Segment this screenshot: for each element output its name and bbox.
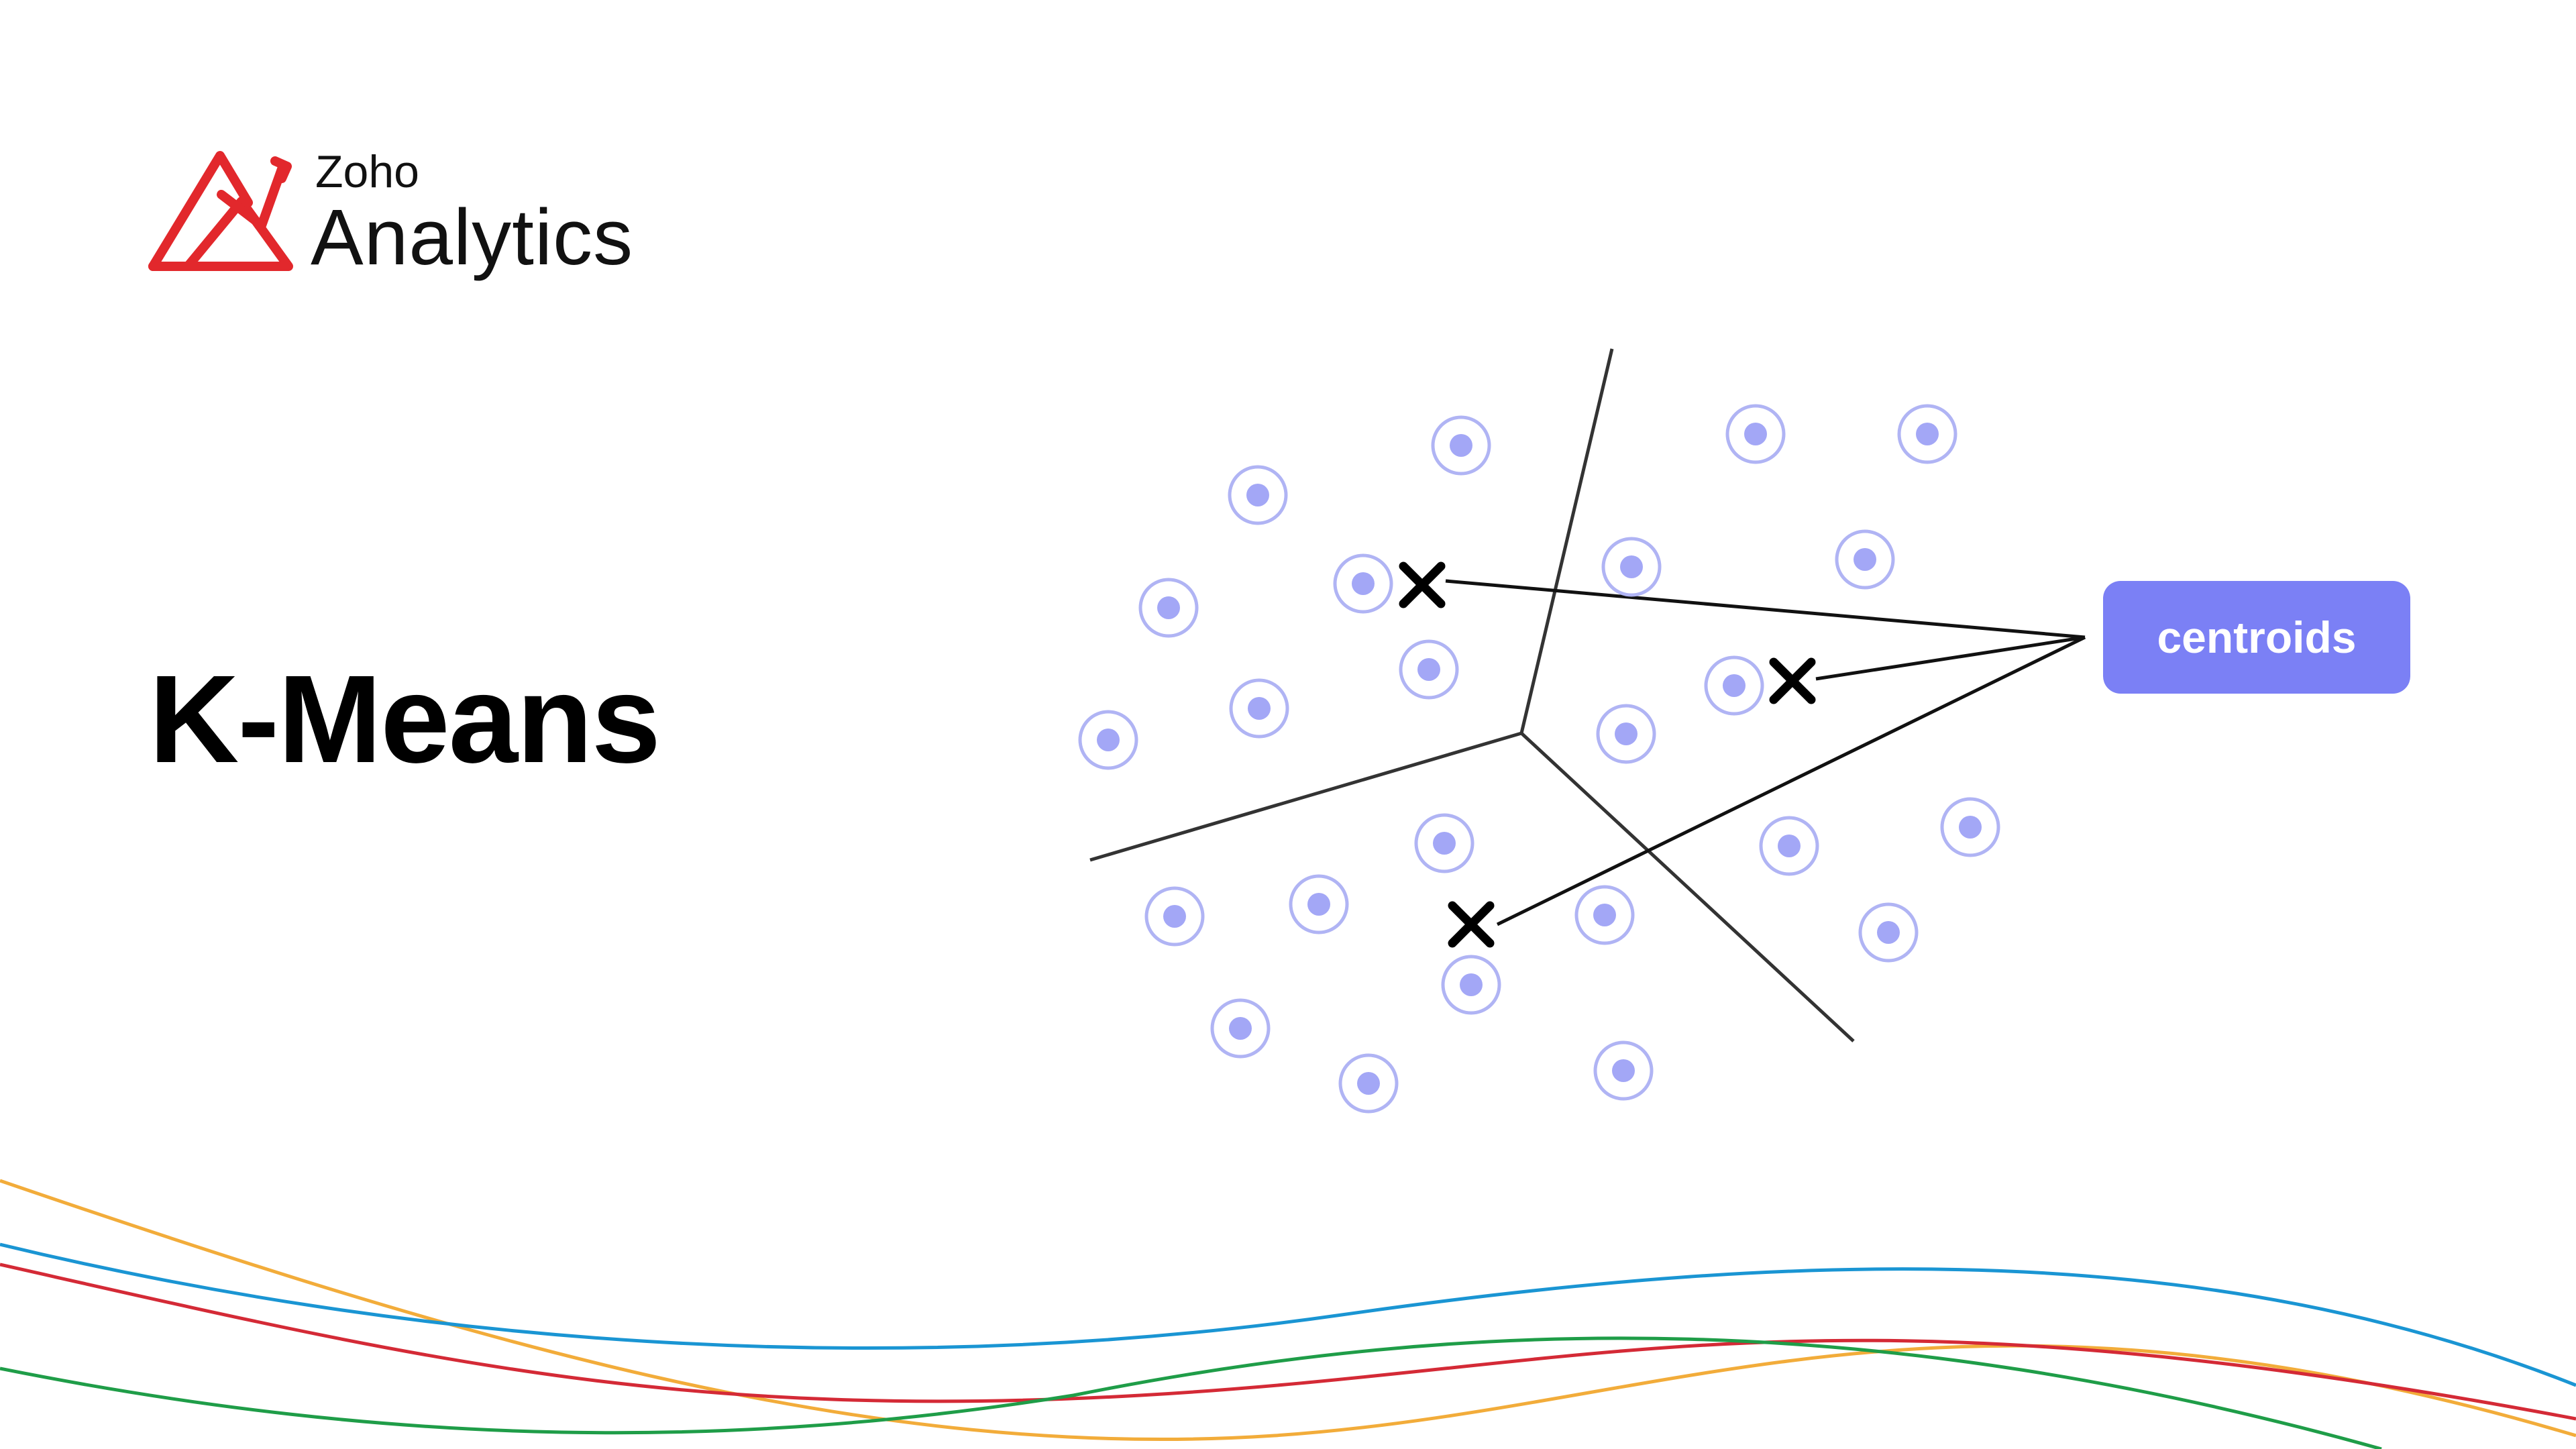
data-point: [1228, 465, 1288, 525]
data-point: [1835, 529, 1895, 590]
data-point: [1078, 710, 1138, 770]
data-points: [1078, 404, 2000, 1114]
wave-blue: [0, 1242, 2576, 1387]
leader-line: [1815, 635, 2086, 681]
boundary-line: [1089, 731, 1522, 862]
data-point: [1897, 404, 1957, 464]
data-point: [1441, 955, 1501, 1015]
data-point: [1414, 813, 1474, 873]
zoho-analytics-logo-icon: [148, 151, 293, 271]
boundary-line: [1519, 348, 1614, 734]
page-title: K-Means: [149, 650, 661, 789]
data-point: [1138, 578, 1199, 638]
data-point: [1333, 553, 1393, 614]
data-point: [1759, 816, 1819, 876]
decorative-waves: [0, 1179, 2576, 1449]
centroid-leader-lines: [1445, 579, 2086, 926]
centroids: [1399, 561, 1816, 948]
data-point: [1593, 1040, 1654, 1101]
data-point: [1940, 797, 2000, 857]
data-point: [1210, 998, 1271, 1059]
data-point: [1399, 639, 1459, 700]
leader-line: [1496, 635, 2086, 926]
data-point: [1144, 886, 1205, 947]
centroid-x-icon: [1399, 561, 1446, 608]
brand-name-zoho: Zoho: [315, 146, 419, 197]
wave-green: [0, 1336, 2382, 1449]
data-point: [1601, 537, 1662, 597]
centroid-x-icon: [1448, 901, 1495, 948]
data-point: [1229, 678, 1289, 739]
data-point: [1431, 415, 1491, 476]
centroid-x-icon: [1769, 657, 1816, 704]
cluster-boundaries: [1089, 348, 1855, 1042]
data-point: [1704, 655, 1764, 716]
data-point: [1289, 874, 1349, 934]
leader-line: [1445, 579, 2086, 639]
data-point: [1338, 1053, 1399, 1114]
data-point: [1574, 885, 1635, 945]
boundary-line: [1520, 732, 1855, 1042]
brand-name-analytics: Analytics: [311, 193, 634, 282]
wave-red: [0, 1263, 2576, 1421]
data-point: [1596, 704, 1656, 764]
data-point: [1858, 902, 1919, 963]
data-point: [1725, 404, 1786, 464]
centroids-label: centroids: [2103, 581, 2410, 694]
